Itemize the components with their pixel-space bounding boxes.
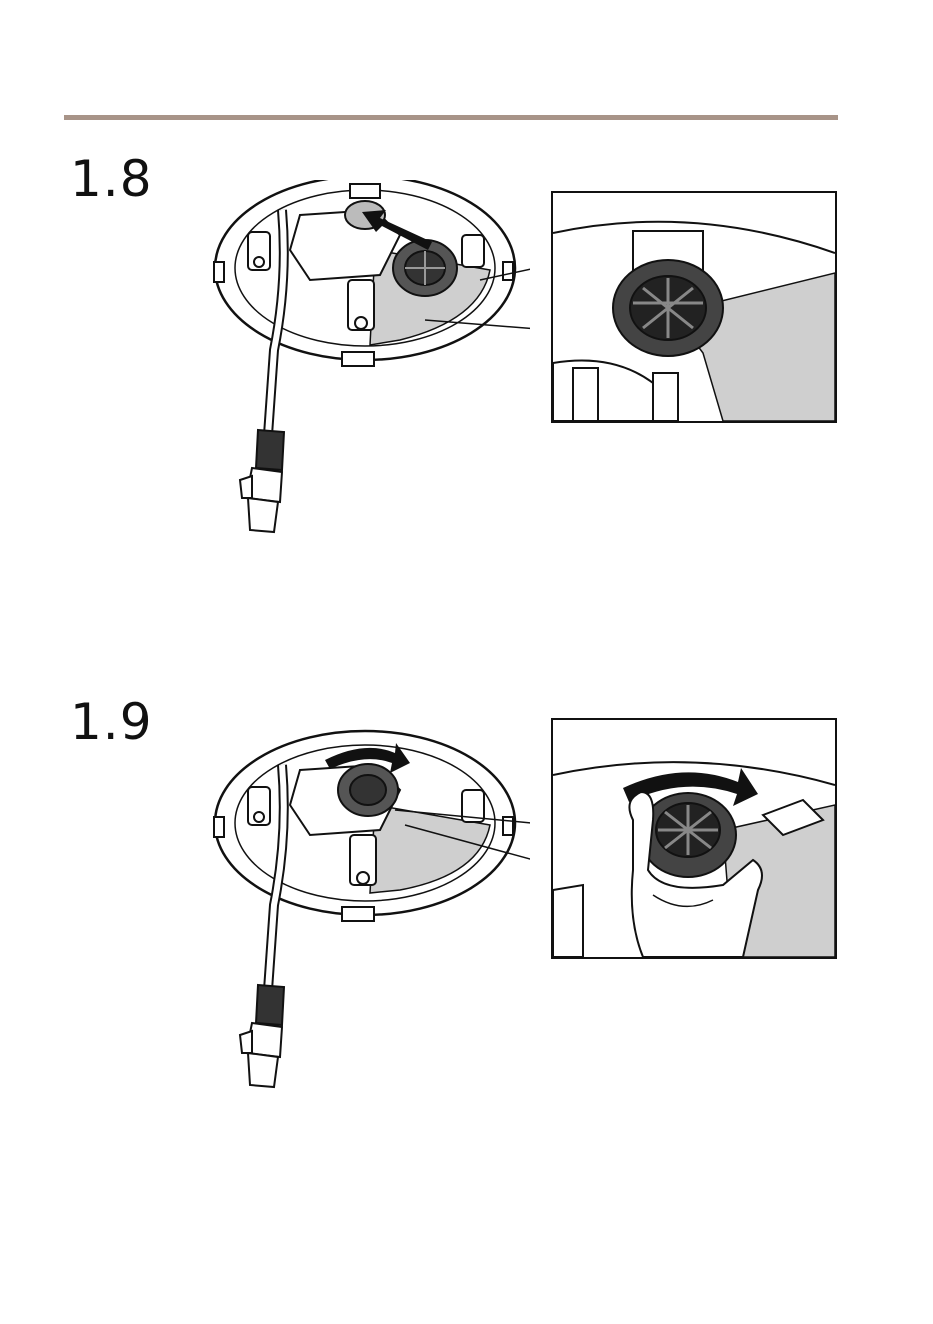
header-rule bbox=[64, 115, 838, 120]
step-1-8-detail-inset bbox=[551, 191, 837, 423]
step-1-9-main-illustration bbox=[200, 725, 530, 1095]
step-1-8-main-illustration bbox=[200, 180, 530, 545]
step-number-1-8: 1.8 bbox=[70, 150, 153, 208]
step-1-9-detail-inset bbox=[551, 718, 837, 959]
step-number-1-9: 1.9 bbox=[70, 693, 153, 751]
